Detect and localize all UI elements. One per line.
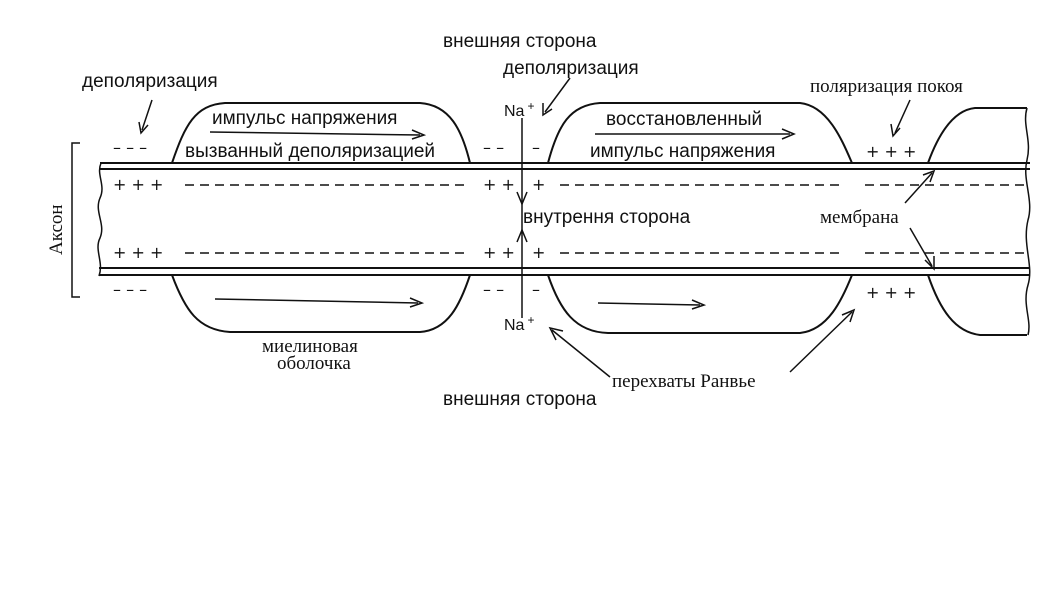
charge-outside-bottom-2: – –	[483, 280, 504, 299]
ranvier-pointer-left-head	[548, 326, 564, 341]
impulse-arrow-2-head	[781, 128, 796, 140]
myelin-sheath-1-bottom	[171, 274, 471, 333]
depolarization-left-label: деполяризация	[82, 71, 218, 92]
myelin-sheath-2-top	[547, 102, 853, 164]
charge-outside-top-2: – –	[483, 138, 504, 157]
charge-outside-top-1: – – –	[113, 138, 147, 157]
impulse-arrow-1	[209, 131, 421, 136]
charge-inside-top-1: + + +	[113, 175, 163, 194]
na-arrow-down-head	[516, 191, 528, 206]
impulse-arrow-1-head	[411, 129, 427, 140]
charge-inside-top-2: + +	[483, 175, 515, 194]
ranvier-pointer-left	[551, 329, 611, 378]
na-bottom-label: Na+	[504, 313, 534, 334]
sheath-arrow-bottom-2	[597, 302, 701, 306]
sheath-arrow-bottom-2-head	[691, 299, 707, 310]
myelin-sheath-label-line2: оболочка	[277, 353, 351, 374]
restored-label: восстановленный	[606, 109, 762, 130]
depolarization-left-pointer-head	[138, 121, 149, 135]
na-arrow-up-head	[516, 228, 528, 243]
sheath-arrow-bottom-1	[214, 298, 419, 304]
inner-side-label: внутрення сторона	[523, 207, 691, 228]
charge-outside-top-4: + + +	[866, 142, 916, 161]
myelin-sheath-1-top	[171, 102, 471, 164]
axon-label: Аксон	[46, 204, 67, 255]
depolarization-center-pointer	[544, 77, 571, 113]
na-bottom-charge: +	[527, 313, 534, 327]
axon-bracket	[71, 142, 80, 298]
charge-inside-top-3: +	[532, 175, 545, 194]
sheath-arrow-bottom-1-head	[409, 297, 425, 308]
ranvier-pointer-right-head	[841, 308, 856, 323]
myelin-sheath-3-top	[927, 107, 1027, 164]
polarization-pointer	[894, 99, 911, 134]
evoked-by-depolarization-label: вызванный деполяризацией	[185, 141, 435, 162]
outer-side-top-label: внешняя сторона	[443, 31, 597, 52]
charge-outside-bottom-1: – – –	[113, 280, 147, 299]
outer-side-bottom-label: внешняя сторона	[443, 389, 597, 410]
charge-outside-bottom-4: + + +	[866, 283, 916, 302]
ranvier-pointer-right	[789, 311, 853, 373]
nodes-of-ranvier-label: перехваты Ранвье	[612, 371, 756, 392]
na-top-text: Na	[504, 103, 525, 120]
charge-inside-bottom-2: + +	[483, 243, 515, 262]
charge-inside-bottom-3: +	[532, 243, 545, 262]
charge-outside-top-3: –	[532, 138, 540, 157]
na-bottom-text: Na	[504, 317, 525, 334]
axon-left-edge	[97, 162, 103, 277]
na-top-label: Na+	[504, 99, 534, 120]
membrane-pointer-top	[904, 172, 933, 204]
depolarization-left-pointer	[141, 99, 153, 131]
myelin-sheath-2-bottom	[547, 274, 853, 334]
na-top-charge: +	[527, 99, 534, 113]
depolarization-center-label: деполяризация	[503, 58, 639, 79]
charge-inside-bottom-1: + + +	[113, 243, 163, 262]
axon-right-edge	[1024, 107, 1031, 336]
membrane-pointer-bottom	[909, 227, 933, 267]
impulse-voltage-label: импульс напряжения	[212, 108, 397, 129]
depolarization-center-pointer-head	[542, 103, 553, 117]
membrane-label: мембрана	[820, 207, 899, 228]
membrane-pointer-bottom-head	[924, 256, 935, 271]
myelin-sheath-3-bottom	[927, 274, 1027, 336]
polarization-pointer-head	[890, 123, 901, 138]
resting-polarization-label: поляризация покоя	[810, 76, 963, 97]
impulse-voltage-2-label: импульс напряжения	[590, 141, 775, 162]
myelin-sheath-label-line1: миелиновая	[262, 336, 358, 357]
membrane-pointer-top-head	[922, 169, 936, 183]
charge-outside-bottom-3: –	[532, 280, 540, 299]
